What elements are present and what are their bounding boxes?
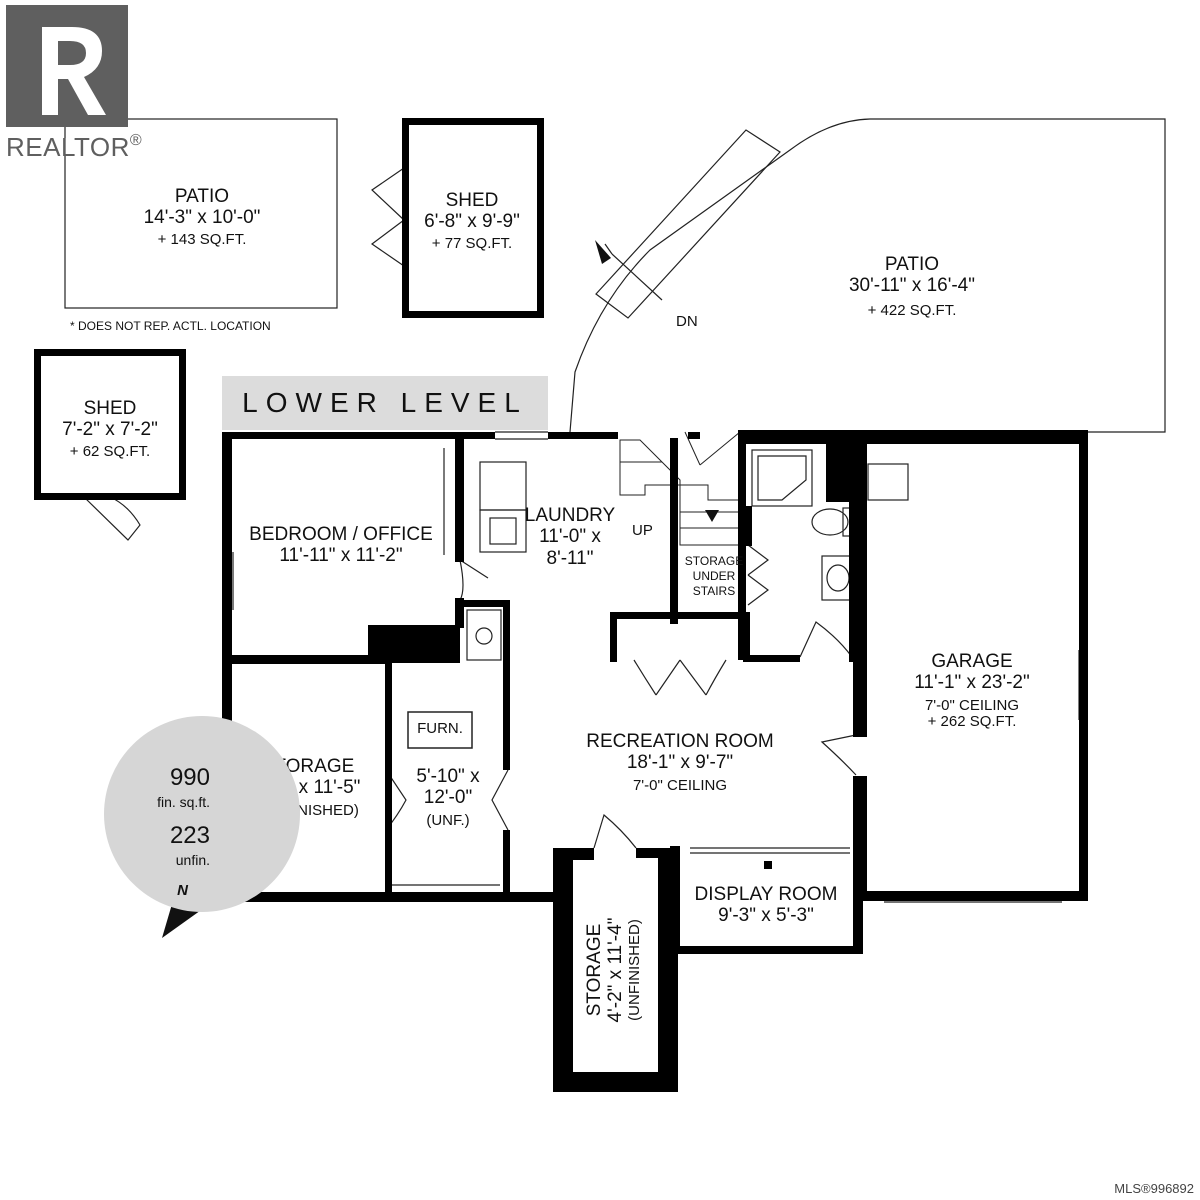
patio-right-dims: 30'-11" x 16'-4": [848, 275, 975, 297]
stair-down-label: DN: [676, 313, 698, 330]
location-note: * DOES NOT REP. ACTL. LOCATION: [70, 319, 271, 333]
shed-top-area: + 77 SQ.FT.: [431, 234, 513, 252]
furnace: [407, 711, 473, 749]
furnace-room-status: (UNF.): [426, 811, 470, 829]
area-summary-badge: 990 fin. sq.ft. 223 unfin. N: [104, 716, 300, 912]
storage-under-stairs-line3: STAIRS: [692, 584, 736, 598]
display-room-dims: 9'-3" x 5'-3": [718, 905, 814, 927]
shed-top-door: [370, 167, 405, 267]
realtor-logo: [6, 5, 128, 127]
sink: [466, 609, 502, 661]
patio-left-label: PATIO 14'-3" x 10'-0" + 143 SQ.FT.: [102, 186, 302, 248]
storage-bottom-name: STORAGE: [583, 923, 605, 1017]
patio-left-area: + 143 SQ.FT.: [157, 230, 247, 248]
unfinished-area-label: unfin.: [175, 852, 210, 868]
patio-right-outline: [569, 118, 1166, 433]
shed-left-door: [83, 496, 141, 541]
dryer: [479, 509, 527, 553]
furnace-room-label: 5'-10" x 12'-0" (UNF.): [396, 766, 500, 829]
shed-top-dims: 6'-8" x 9'-9": [424, 211, 520, 233]
laundry-name: LAUNDRY: [524, 505, 616, 526]
north-label: N: [177, 882, 188, 899]
garage-name: GARAGE: [931, 651, 1013, 672]
bedroom-dims: 11'-11" x 11'-2": [279, 545, 403, 567]
storage-bottom-status: (UNFINISHED): [625, 919, 643, 1021]
toilet: [811, 508, 849, 536]
laundry-dims-1: 11'-0" x: [539, 526, 601, 548]
bath-door: [799, 621, 853, 658]
exterior-stair: [595, 129, 781, 319]
garage-ceiling: 7'-0" CEILING: [924, 696, 1020, 714]
laundry-dims-2: 8'-11": [546, 547, 594, 569]
stair-up-label: UP: [632, 522, 653, 539]
laundry-label: LAUNDRY 11'-0" x 8'-11": [520, 505, 620, 569]
patio-right-label: PATIO 30'-11" x 16'-4" + 422 SQ.FT.: [812, 254, 1012, 319]
furnace-room-dims-1: 5'-10" x: [416, 766, 480, 787]
furnace-room-dims-2: 12'-0": [423, 787, 473, 809]
storage-under-stairs-line1: STORAGE: [684, 554, 744, 568]
display-room-label: DISPLAY ROOM 9'-3" x 5'-3": [682, 884, 850, 927]
shed-top-name: SHED: [445, 190, 499, 211]
storage-bottom-door: [593, 813, 637, 849]
finished-area-label: fin. sq.ft.: [157, 794, 210, 810]
garage-sink: [867, 463, 909, 501]
shed-top-label: SHED 6'-8" x 9'-9" + 77 SQ.FT.: [404, 190, 540, 252]
storage-under-stairs-line2: UNDER: [692, 569, 736, 583]
garage-dims: 11'-1" x 23'-2": [914, 672, 1030, 694]
shed-left-area: + 62 SQ.FT.: [69, 442, 151, 460]
patio-right-area: + 422 SQ.FT.: [867, 301, 957, 319]
display-room-name: DISPLAY ROOM: [694, 884, 838, 905]
furn-door: [491, 769, 509, 831]
shower: [751, 449, 813, 507]
shed-left-name: SHED: [83, 398, 137, 419]
recreation-room-label: RECREATION ROOM 18'-1" x 9'-7" 7'-0" CEI…: [570, 731, 790, 794]
recreation-room-ceiling: 7'-0" CEILING: [632, 776, 728, 794]
garage-label: GARAGE 11'-1" x 23'-2" 7'-0" CEILING + 2…: [872, 651, 1072, 731]
patio-left-outline: [64, 118, 338, 309]
realtor-logo-text: REALTOR®: [6, 132, 143, 162]
storage-under-stairs-label: STORAGE UNDER STAIRS: [682, 554, 746, 599]
furnace-label: FURN.: [417, 720, 463, 737]
washer: [479, 461, 527, 511]
level-title: LOWER LEVEL: [222, 376, 548, 430]
storage-stairs-door: [747, 544, 769, 606]
bedroom-name: BEDROOM / OFFICE: [249, 524, 433, 545]
storage-bottom-dims: 4'-2" x 11'-4": [604, 917, 626, 1023]
stair-down-arrow: [595, 240, 611, 264]
bedroom-label: BEDROOM / OFFICE 11'-11" x 11'-2": [236, 524, 446, 567]
recreation-room-dims: 18'-1" x 9'-7": [626, 752, 734, 774]
unfinished-area-value: 223: [169, 822, 210, 849]
bedroom-door: [459, 559, 489, 601]
recreation-room-name: RECREATION ROOM: [586, 731, 774, 752]
shed-left-dims: 7'-2" x 7'-2": [62, 419, 158, 441]
shed-left-label: SHED 7'-2" x 7'-2" + 62 SQ.FT.: [42, 398, 178, 460]
finished-area-value: 990: [169, 764, 210, 791]
garage-area: + 262 SQ.FT.: [927, 713, 1017, 731]
patio-left-name: PATIO: [174, 186, 230, 207]
patio-left-dims: 14'-3" x 10'-0": [143, 207, 261, 229]
garage-door: [820, 734, 857, 776]
mls-number: MLS®996892: [1114, 1181, 1194, 1196]
patio-right-name: PATIO: [884, 254, 940, 275]
stair-up-arrow: [705, 510, 719, 522]
north-arrow-icon: [162, 904, 204, 938]
